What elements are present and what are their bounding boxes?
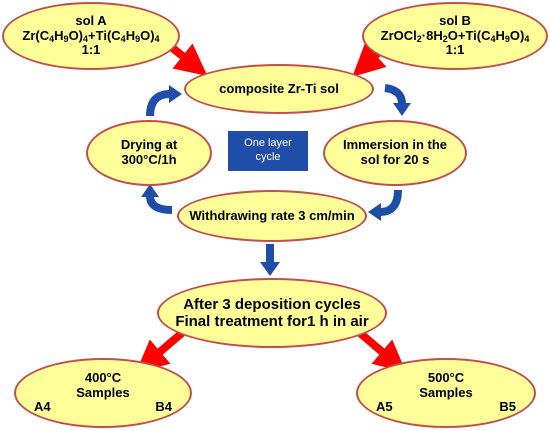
- sol-b-formula: ZrOCl2·8H2O+Ti(C4H9O)4: [380, 27, 530, 44]
- cycle-line1: One layer: [244, 137, 292, 150]
- arrow-withdrawing-to-drying: [141, 184, 173, 214]
- arrow-immersion-to-withdrawing: [368, 189, 402, 221]
- samples-400-ids: A4 B4: [16, 400, 190, 415]
- sol-a-node: sol A Zr(C4H9O)4+Ti(C4H9O)4 1:1: [2, 2, 180, 70]
- sol-a-formula: Zr(C4H9O)4+Ti(C4H9O)4: [22, 27, 160, 44]
- immersion-node: Immersion in the sol for 20 s: [323, 120, 467, 186]
- sol-b-node: sol B ZrOCl2·8H2O+Ti(C4H9O)4 1:1: [362, 2, 548, 70]
- samples-500-label: Samples: [419, 384, 473, 400]
- sol-a-ratio: 1:1: [81, 42, 101, 58]
- arrow-composite-to-immersion: [384, 84, 411, 116]
- samples-500-ids: A5 B5: [358, 400, 534, 415]
- arrow-withdrawing-to-after: [260, 244, 280, 276]
- immersion-line2: sol for 20 s: [360, 152, 430, 167]
- drying-line2: 300°C/1h: [121, 152, 177, 167]
- samples-500-temp: 500°C: [427, 369, 465, 385]
- sample-b4: B4: [155, 399, 172, 415]
- samples-400-label: Samples: [76, 384, 130, 400]
- arrow-to-500-samples: [357, 329, 407, 373]
- final-treatment-line1: After 3 deposition cycles: [183, 295, 361, 313]
- drying-line1: Drying at: [120, 137, 178, 153]
- sample-a5: A5: [376, 399, 393, 415]
- withdrawing-node: Withdrawing rate 3 cm/min: [177, 190, 367, 242]
- cycle-line2: cycle: [255, 151, 281, 163]
- composite-sol-label: composite Zr-Ti sol: [219, 80, 339, 96]
- arrow-to-400-samples: [135, 329, 185, 373]
- composite-sol-node: composite Zr-Ti sol: [184, 64, 374, 114]
- sol-b-ratio: 1:1: [445, 42, 465, 58]
- samples-400-node: 400°C Samples A4 B4: [14, 358, 192, 428]
- final-treatment-line2: Final treatment for1 h in air: [175, 313, 369, 330]
- arrow-drying-to-composite: [146, 85, 182, 117]
- drying-node: Drying at 300°C/1h: [86, 120, 212, 186]
- final-treatment-node: After 3 deposition cycles Final treatmen…: [157, 278, 387, 348]
- one-layer-cycle-box: One layer cycle: [228, 131, 308, 171]
- samples-500-node: 500°C Samples A5 B5: [356, 358, 536, 428]
- withdrawing-label: Withdrawing rate 3 cm/min: [189, 207, 355, 223]
- samples-400-temp: 400°C: [84, 369, 122, 385]
- sample-a4: A4: [34, 399, 51, 415]
- sol-b-title: sol B: [439, 12, 471, 28]
- sol-a-title: sol A: [75, 12, 107, 28]
- immersion-line1: Immersion in the: [342, 137, 448, 153]
- sample-b5: B5: [499, 399, 516, 415]
